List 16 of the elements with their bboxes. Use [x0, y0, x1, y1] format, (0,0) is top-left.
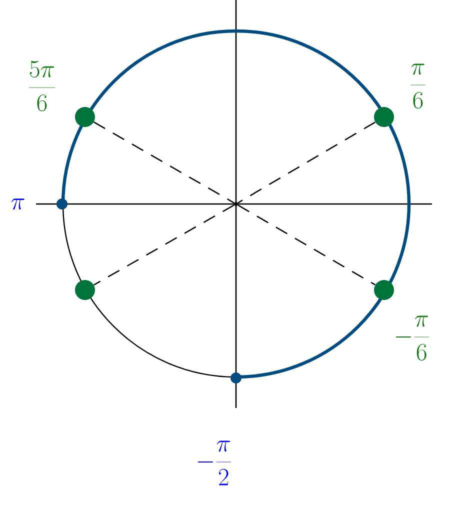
point-marker [374, 107, 394, 127]
point-marker [75, 107, 95, 127]
dashed-line [238, 122, 376, 204]
angle-label: $-\frac{\pi}{2}$ [198, 440, 231, 486]
dashed-line [94, 122, 234, 204]
dashed-line [238, 204, 376, 286]
point-marker [56, 198, 68, 210]
point-marker [230, 372, 242, 384]
angle-label: $-\frac{\pi}{6}$ [396, 316, 429, 361]
origin-point [234, 202, 238, 206]
point-marker [75, 280, 95, 300]
angle-label: $\frac{\pi}{6}$ [410, 64, 426, 109]
dashed-line [94, 204, 234, 286]
angle-label: $\frac{5\pi}{6}$ [29, 60, 55, 112]
angle-label: $\pi$ [11, 198, 24, 210]
point-marker [374, 280, 394, 300]
